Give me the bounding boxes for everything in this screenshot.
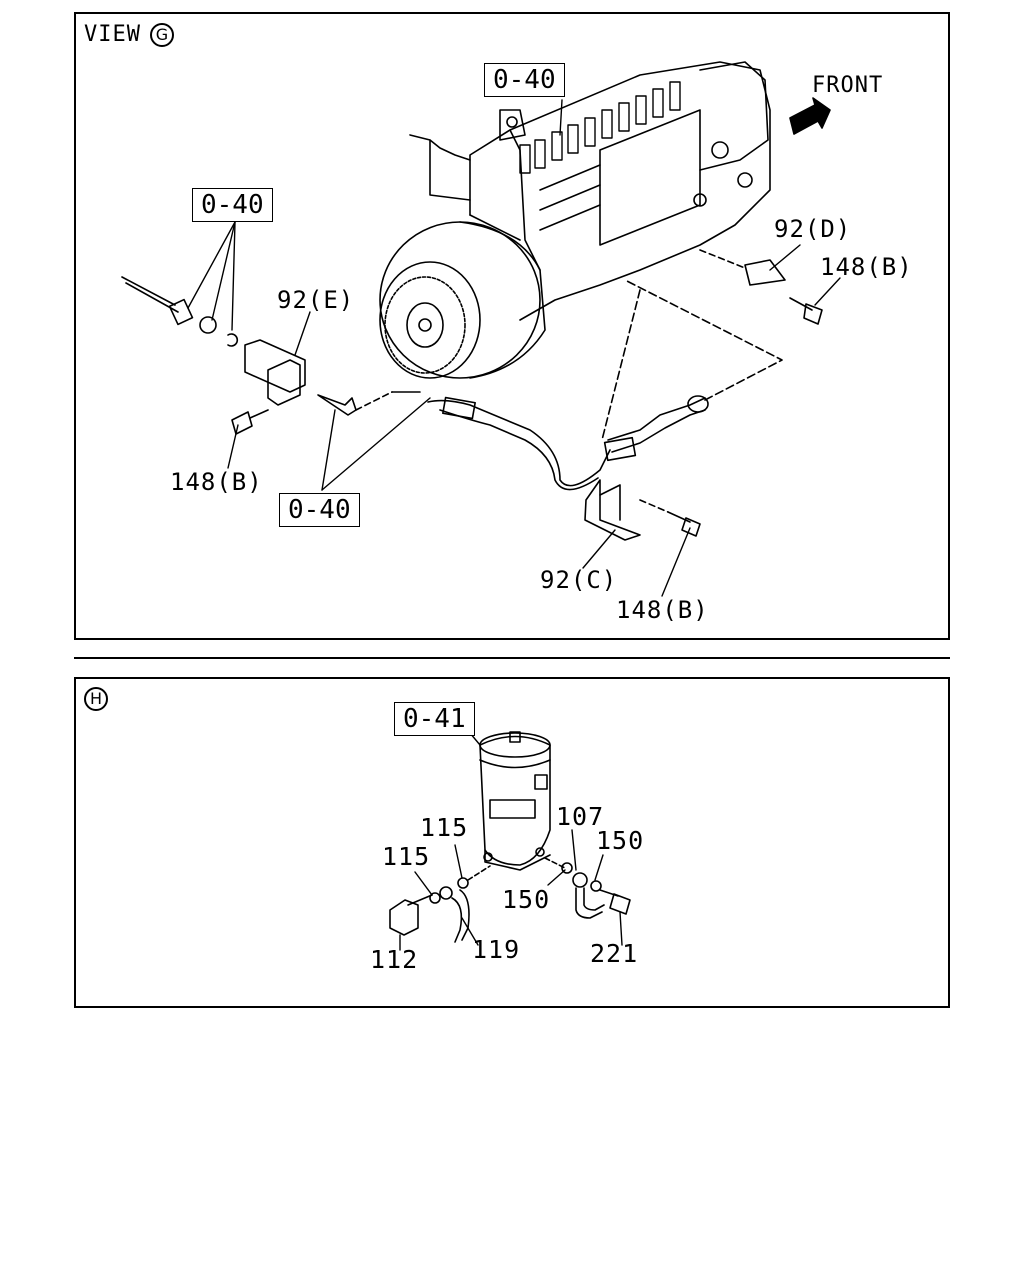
- panel-separator: [74, 657, 950, 659]
- timer-gear-drawing: [379, 221, 546, 379]
- view-g-title: VIEW: [84, 22, 141, 47]
- left-sensor-harness-drawing: [121, 249, 823, 541]
- callout-148b-bottom: 148(B): [616, 596, 709, 624]
- front-arrow-icon: [789, 97, 831, 135]
- callout-112: 112: [370, 945, 419, 974]
- callout-148b-right: 148(B): [820, 253, 913, 281]
- callout-148b-left: 148(B): [170, 468, 263, 496]
- callout-119: 119: [472, 935, 521, 964]
- view-h-leader-lines: [399, 732, 623, 951]
- callout-115-upper: 115: [420, 813, 469, 842]
- callout-92c: 92(C): [540, 566, 618, 594]
- callout-107: 107: [556, 802, 605, 831]
- callout-92e: 92(E): [277, 286, 355, 314]
- ref-box-bottom: 0-40: [279, 493, 360, 527]
- front-label: FRONT: [812, 73, 884, 98]
- ref-box-h: 0-41: [394, 702, 475, 736]
- callout-115-lower: 115: [382, 842, 431, 871]
- callout-150-lower: 150: [502, 885, 551, 914]
- callout-92d: 92(D): [774, 215, 852, 243]
- fuel-filter-drawing: [389, 731, 631, 943]
- view-g-leader-lines: [187, 99, 841, 597]
- view-h-marker: H: [84, 687, 108, 711]
- ref-box-top: 0-40: [484, 63, 565, 97]
- callout-150-upper: 150: [596, 826, 645, 855]
- view-g-marker: G: [150, 23, 174, 47]
- callout-221: 221: [590, 939, 639, 968]
- ref-box-left: 0-40: [192, 188, 273, 222]
- injection-pump-drawing: [409, 61, 771, 321]
